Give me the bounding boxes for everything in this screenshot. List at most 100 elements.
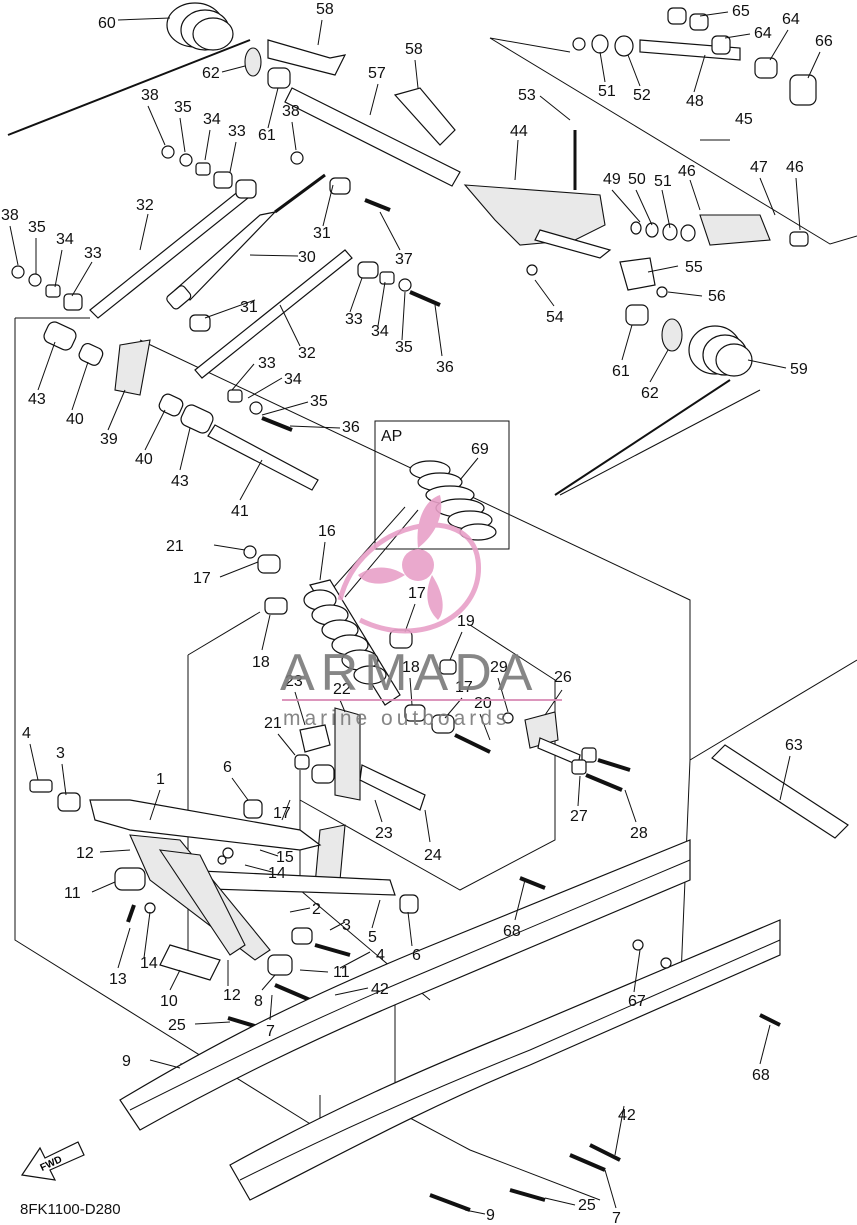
part-label: 46	[678, 163, 696, 180]
leader-line	[374, 799, 383, 823]
arm-1-icon	[89, 799, 322, 851]
leader-line	[661, 189, 671, 229]
leader-line	[759, 1024, 771, 1065]
leader-line	[149, 1059, 181, 1069]
part-label: 15	[276, 849, 294, 866]
part-label: 59	[790, 361, 808, 378]
part-label: 10	[160, 993, 178, 1010]
part-label: 33	[84, 245, 102, 262]
part-label: 65	[732, 3, 750, 20]
part-label: 36	[436, 359, 454, 376]
leader-line	[294, 691, 306, 726]
leader-line	[267, 87, 279, 129]
leader-line	[37, 341, 56, 391]
leader-line	[339, 951, 371, 969]
part-label: 5	[368, 929, 377, 946]
leader-line	[414, 59, 419, 89]
leader-line	[633, 949, 641, 993]
leader-line	[635, 189, 653, 226]
leader-line	[259, 849, 279, 857]
leader-line	[71, 261, 93, 297]
shaft-63-icon	[711, 744, 849, 839]
leader-line	[349, 277, 363, 313]
part-label: 3	[56, 745, 65, 762]
leader-line	[779, 755, 791, 801]
leader-line	[649, 349, 669, 383]
leader-line	[247, 377, 283, 399]
leader-line	[604, 1169, 617, 1209]
part-label: 11	[64, 885, 81, 902]
leader-line	[693, 54, 706, 93]
leader-line	[91, 881, 116, 893]
slide-rail-right-icon	[229, 919, 781, 1201]
leader-line	[219, 561, 259, 578]
leader-line	[277, 733, 296, 756]
part-label: 6	[223, 759, 232, 776]
leader-line	[329, 921, 346, 931]
part-label: 61	[612, 363, 630, 380]
leader-line	[231, 777, 249, 801]
bushing-10-icon	[159, 944, 221, 981]
drawing-code: 8FK1100-D280	[20, 1201, 121, 1218]
leader-line	[179, 427, 191, 471]
part-label: 41	[231, 503, 249, 520]
part-label: 49	[603, 171, 621, 188]
arm-44-icon	[463, 184, 606, 246]
part-label: 9	[486, 1207, 495, 1224]
leader-line	[544, 1197, 576, 1206]
part-label: 11	[333, 964, 350, 981]
part-label: 32	[136, 197, 154, 214]
part-label: 34	[203, 111, 221, 128]
part-label: 18	[252, 654, 270, 671]
part-label: 6	[412, 947, 421, 964]
leader-line	[149, 789, 161, 821]
part-label: 38	[141, 87, 159, 104]
part-label: 37	[395, 251, 413, 268]
leader-line	[317, 19, 323, 46]
part-label: 17	[408, 585, 426, 602]
middle-parts	[243, 545, 631, 886]
part-label: 32	[298, 345, 316, 362]
leader-line	[289, 425, 341, 429]
part-label: 57	[368, 65, 386, 82]
part-label: 55	[685, 259, 703, 276]
leader-line	[231, 363, 255, 391]
leader-line	[444, 697, 463, 719]
part-label: 42	[371, 981, 389, 998]
part-label: 34	[56, 231, 74, 248]
leader-line	[319, 541, 326, 581]
part-label: 31	[240, 299, 258, 316]
part-label: 39	[100, 431, 118, 448]
part-label: 35	[28, 219, 46, 236]
part-label: 53	[518, 87, 536, 104]
leader-line	[724, 33, 751, 39]
part-label: 33	[228, 123, 246, 140]
leader-line	[107, 389, 126, 431]
leader-line	[244, 864, 273, 873]
leader-line	[289, 907, 311, 913]
leader-line	[261, 974, 276, 991]
part-label: 60	[98, 15, 116, 32]
part-label: 17	[273, 805, 291, 822]
leader-line	[459, 457, 479, 481]
part-label: 62	[202, 65, 220, 82]
leader-line	[369, 83, 379, 116]
part-label: 23	[285, 673, 303, 690]
part-label: 4	[22, 725, 31, 742]
part-label: 17	[455, 679, 473, 696]
part-label: 17	[193, 570, 211, 587]
part-label: 43	[28, 391, 46, 408]
part-label: 64	[782, 11, 800, 28]
leader-line	[71, 361, 89, 411]
part-label: 22	[333, 681, 351, 698]
leader-line	[194, 1021, 231, 1025]
leader-line	[322, 184, 334, 227]
part-label: 33	[258, 355, 276, 372]
part-label: 26	[554, 669, 572, 686]
leader-line	[291, 121, 297, 151]
leader-line	[179, 117, 186, 153]
part-label: 21	[166, 538, 184, 555]
leader-line	[377, 281, 386, 327]
leader-line	[689, 179, 701, 211]
leader-line	[434, 304, 443, 357]
